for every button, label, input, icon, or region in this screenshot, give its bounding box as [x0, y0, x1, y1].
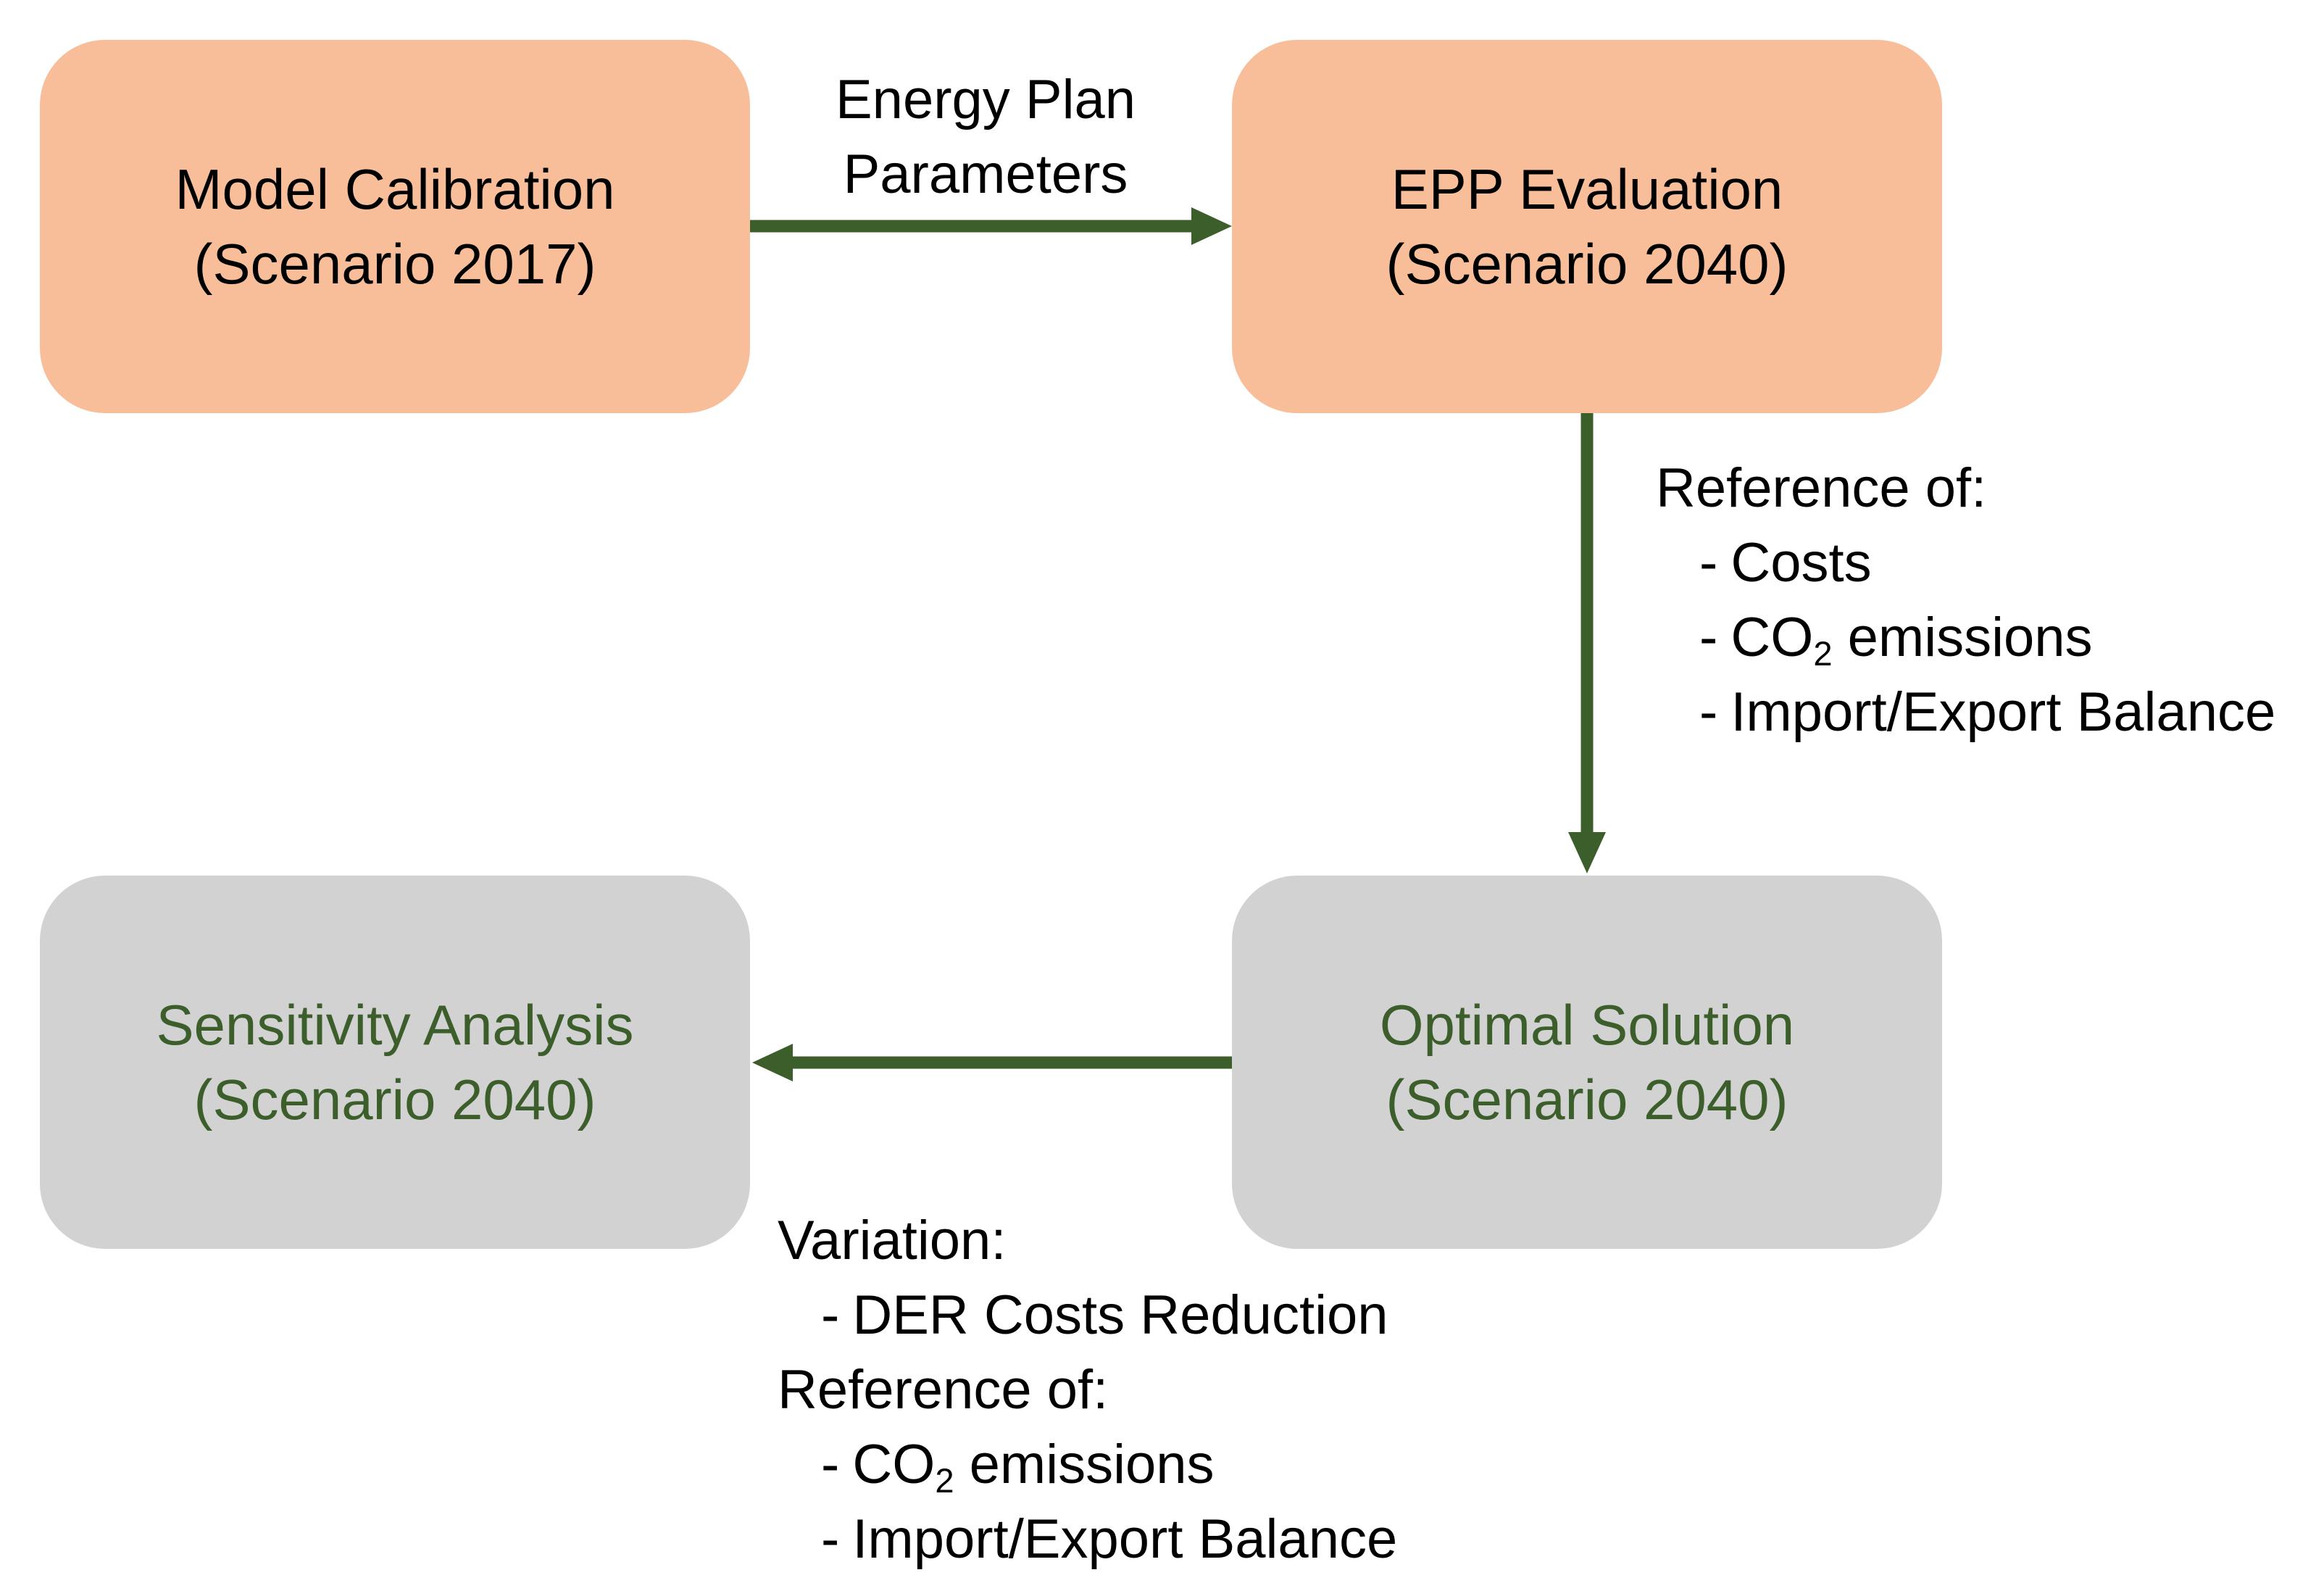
- edge-label-line-1: Energy Plan: [835, 69, 1136, 130]
- optimal-solution-title: Optimal Solution: [1379, 992, 1795, 1057]
- sensitivity-reference-heading: Reference of:: [778, 1359, 1109, 1421]
- arrow-calibration-to-evaluation: [750, 207, 1232, 245]
- sensitivity-analysis-box: Sensitivity Analysis (Scenario 2040): [40, 876, 750, 1249]
- epp-evaluation-scenario: (Scenario 2040): [1386, 231, 1788, 296]
- variation-heading: Variation:: [778, 1210, 1007, 1271]
- model-calibration-scenario: (Scenario 2017): [193, 231, 596, 296]
- epp-outputs-item-costs: -Costs: [1699, 532, 1872, 594]
- model-calibration-box: Model Calibration (Scenario 2017): [40, 40, 750, 413]
- epp-outputs-item-co2: -CO2 emissions: [1699, 607, 2093, 673]
- epp-outputs-heading: Reference of:: [1656, 457, 1987, 519]
- epp-outputs-annotation: Reference of: -Costs -CO2 emissions -Imp…: [1656, 451, 2275, 749]
- variation-item-der-costs: -DER Costs Reduction: [821, 1284, 1388, 1346]
- model-calibration-title: Model Calibration: [175, 157, 615, 221]
- edge-label-line-2: Parameters: [843, 144, 1128, 205]
- arrow-evaluation-to-optimal: [1568, 413, 1606, 873]
- sensitivity-item-co2: -CO2 emissions: [821, 1434, 1215, 1500]
- epp-evaluation-box: EPP Evaluation (Scenario 2040): [1232, 40, 1942, 413]
- energy-plan-parameters-label: Energy Plan Parameters: [768, 62, 1203, 212]
- optimal-solution-scenario: (Scenario 2040): [1386, 1067, 1788, 1131]
- epp-evaluation-title: EPP Evaluation: [1391, 157, 1783, 221]
- sensitivity-item-balance: -Import/Export Balance: [821, 1508, 1398, 1570]
- sensitivity-inputs-annotation: Variation: -DER Costs Reduction Referenc…: [778, 1203, 1397, 1576]
- optimal-solution-box: Optimal Solution (Scenario 2040): [1232, 876, 1942, 1249]
- sensitivity-analysis-scenario: (Scenario 2040): [193, 1067, 596, 1131]
- sensitivity-analysis-title: Sensitivity Analysis: [156, 992, 634, 1057]
- epp-outputs-item-balance: -Import/Export Balance: [1699, 681, 2276, 743]
- arrow-optimal-to-sensitivity: [752, 1044, 1232, 1081]
